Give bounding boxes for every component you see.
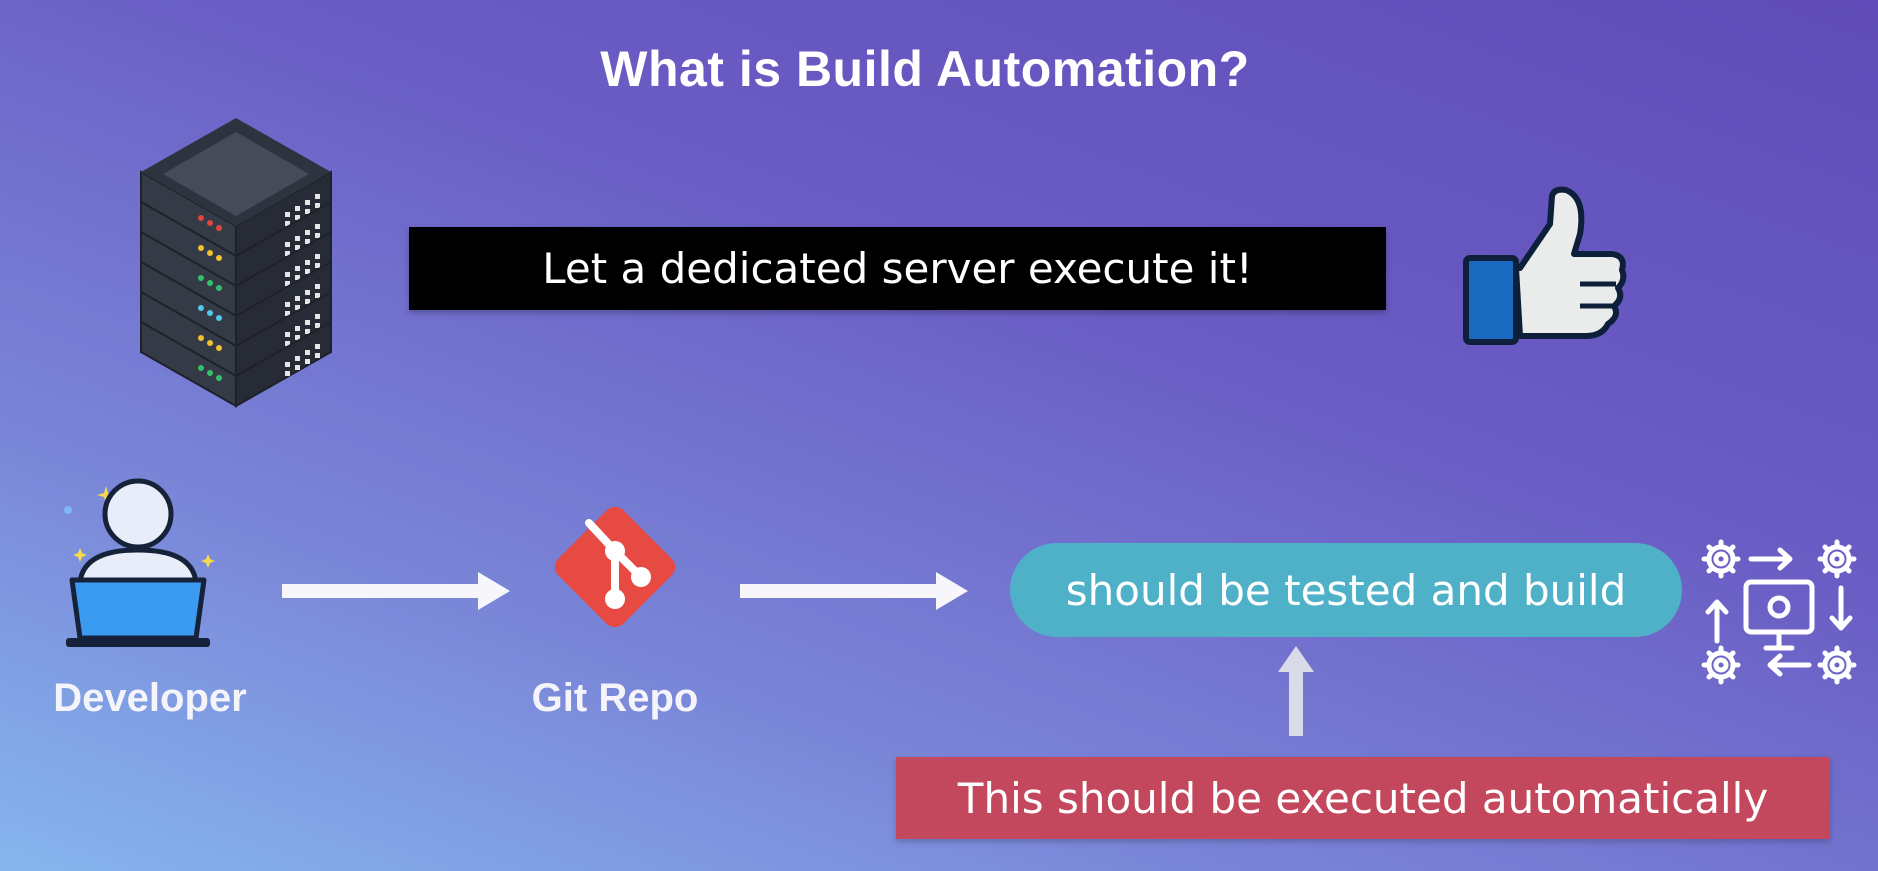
automation-note: This should be executed automatically	[896, 757, 1830, 839]
automation-gears-icon	[1701, 539, 1857, 685]
git-logo-icon	[554, 506, 676, 628]
git-repo-label: Git Repo	[531, 676, 699, 720]
developer-label: Developer	[53, 676, 247, 720]
arrow-repo-to-process	[740, 572, 968, 610]
arrow-developer-to-repo	[282, 572, 510, 610]
arrow-up-to-process	[1278, 646, 1314, 736]
thumbs-up-icon	[1463, 186, 1627, 345]
callout-banner: Let a dedicated server execute it!	[409, 227, 1386, 310]
server-rack-icon	[140, 118, 332, 408]
slide-title: What is Build Automation?	[600, 41, 1250, 97]
process-pill: should be tested and build	[1010, 543, 1682, 637]
developer-laptop-icon	[64, 478, 215, 647]
